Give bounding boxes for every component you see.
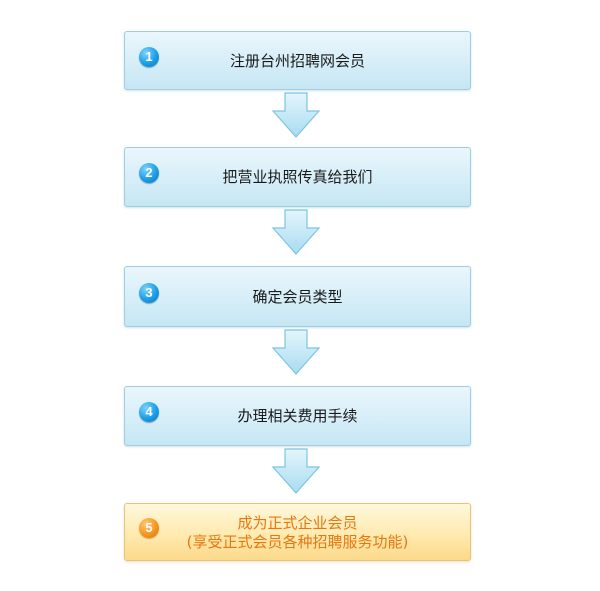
step-5-box: 5 成为正式企业会员 (享受正式会员各种招聘服务功能): [124, 503, 471, 561]
step-1-box: 1 注册台州招聘网会员: [124, 31, 471, 90]
step-5-text: 成为正式企业会员 (享受正式会员各种招聘服务功能): [125, 514, 470, 552]
step-3-number-badge: 3: [139, 283, 159, 303]
down-arrow-icon: [272, 209, 320, 255]
step-4-label: 办理相关费用手续: [237, 407, 358, 425]
step-2-box: 2 把营业执照传真给我们: [124, 147, 471, 207]
down-arrow-icon: [272, 329, 320, 375]
step-5-number-badge: 5: [139, 518, 159, 538]
step-1-number-badge: 1: [139, 47, 159, 67]
step-5-subtitle: (享受正式会员各种招聘服务功能): [186, 533, 409, 551]
step-2-label: 把营业执照传真给我们: [222, 168, 373, 186]
down-arrow-icon: [272, 92, 320, 138]
step-2-number-badge: 2: [139, 163, 159, 183]
step-4-box: 4 办理相关费用手续: [124, 386, 471, 446]
down-arrow-icon: [272, 448, 320, 494]
step-5-title: 成为正式企业会员: [237, 514, 358, 532]
step-3-label: 确定会员类型: [252, 288, 343, 306]
step-3-box: 3 确定会员类型: [124, 266, 471, 327]
step-4-number-badge: 4: [139, 402, 159, 422]
step-1-label: 注册台州招聘网会员: [229, 52, 365, 70]
